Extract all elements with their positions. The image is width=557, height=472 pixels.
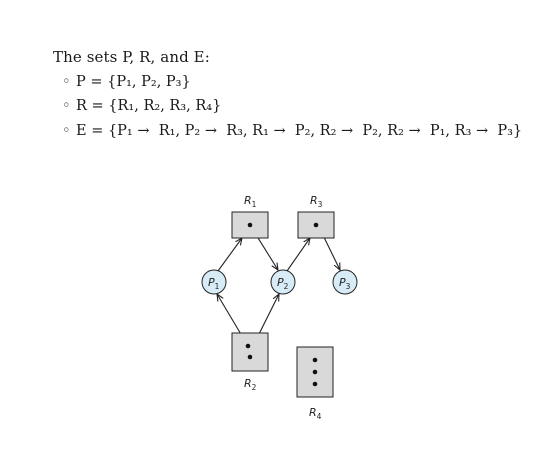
instance-dot [247, 354, 253, 360]
bullet-marker: ◦ [62, 74, 71, 90]
instance-dot [245, 343, 251, 349]
process-p1: P1 [201, 269, 227, 295]
resource-r4: R4 [296, 346, 334, 421]
process-p2-label: P2 [277, 276, 289, 291]
edge-p1-r1 [217, 238, 242, 272]
edge-p2-r3 [286, 238, 310, 272]
set-p-text: P = {P₁, P₂, P₃} [76, 74, 191, 90]
set-e-text: E = {P₁ → R₁, P₂ → R₃, R₁ → P₂, R₂ → P₂,… [76, 123, 523, 139]
sets-heading: The sets P, R, and E: [53, 48, 210, 66]
set-r-item: ◦ R = {R₁, R₂, R₃, R₄} [62, 98, 221, 114]
set-e-item: ◦ E = {P₁ → R₁, P₂ → R₃, R₁ → P₂, R₂ → P₂… [62, 123, 522, 139]
instance-dot [313, 222, 319, 228]
instance-dot [312, 381, 318, 387]
process-p3: P3 [332, 269, 358, 295]
set-p-item: ◦ P = {P₁, P₂, P₃} [62, 74, 191, 90]
set-r-text: R = {R₁, R₂, R₃, R₄} [76, 98, 222, 114]
bullet-marker: ◦ [62, 123, 71, 139]
resource-r2-label: R2 [244, 377, 257, 392]
resource-r3-label: R3 [310, 194, 323, 209]
resource-r1-label: R1 [244, 194, 257, 209]
process-p1-label: P1 [208, 276, 220, 291]
instance-dot [312, 369, 318, 375]
resource-r4-label: R4 [309, 406, 322, 421]
process-p2: P2 [270, 269, 296, 295]
resource-r1: R1 [231, 194, 269, 239]
resource-r3: R3 [297, 194, 335, 239]
process-p3-label: P3 [339, 276, 351, 291]
instance-dot [247, 222, 253, 228]
resource-r2: R2 [231, 332, 269, 392]
bullet-marker: ◦ [62, 98, 71, 114]
instance-dot [312, 357, 318, 363]
